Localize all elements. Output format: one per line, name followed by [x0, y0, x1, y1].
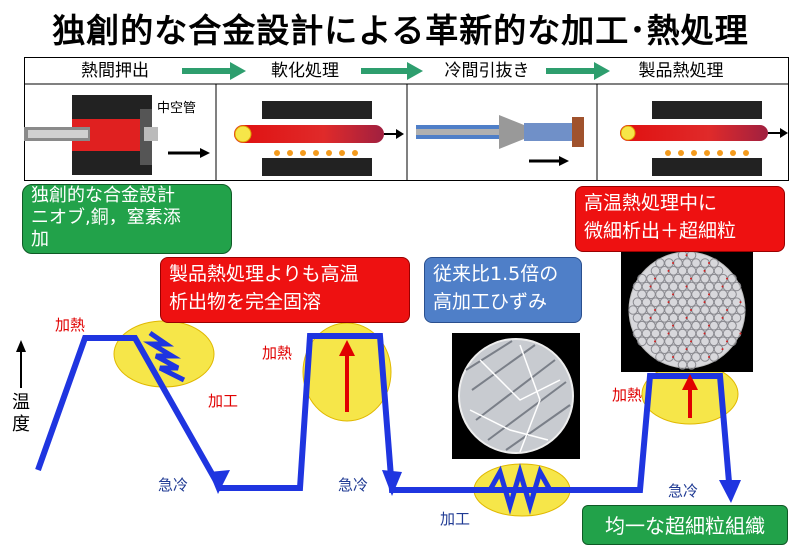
- step-label-heat-treatment: 製品熱処理: [638, 61, 724, 81]
- heating-label-3: 加熱: [612, 386, 643, 404]
- precipitate-dot: [672, 324, 674, 327]
- precipitate-dot: [708, 324, 710, 327]
- precipitate-dot: [726, 277, 728, 280]
- quench-label-3: 急冷: [668, 482, 699, 500]
- alloy-design-line-3: 加: [31, 229, 49, 250]
- alloy-design-line-2: ニオブ,銅，窒素添: [31, 207, 181, 228]
- step-label-softening: 軟化処理: [271, 61, 339, 81]
- quench-arrow-icon: [209, 470, 230, 494]
- precipitate-dot: [685, 348, 688, 351]
- precipitate-dot: [654, 277, 656, 280]
- precipitate-dot: [703, 269, 706, 272]
- precipitate-dot: [667, 301, 670, 304]
- quench-arrow-icon: [382, 470, 402, 496]
- precipitate-dot: [690, 340, 692, 343]
- working-zigzag-icon: [487, 463, 560, 515]
- precipitate-dot: [721, 285, 724, 288]
- step-label-cold-drawing: 冷間引抜き: [444, 61, 530, 81]
- temperature-rise-arrow-icon: [339, 340, 355, 412]
- process-line: [35, 333, 733, 495]
- alloy-design-line-1: 独創的な合金設計: [31, 185, 175, 206]
- process-table-grid: 中空管: [24, 62, 789, 181]
- precipitate-dot: [708, 293, 710, 296]
- grain-cell: [736, 305, 746, 315]
- step-label-hot-extrusion: 熱間押出: [81, 61, 149, 81]
- precipitate-dot: [690, 277, 692, 280]
- final-result-callout: 均一な超細粒組織: [582, 505, 788, 545]
- precipitate-dot: [721, 316, 724, 319]
- precipitate-dot: [721, 348, 724, 351]
- heating-label-1: 加熱: [55, 316, 86, 334]
- alloy-design-callout: 独創的な合金設計 ニオブ,銅，窒素添 加: [22, 184, 232, 254]
- hot-extrusion-illustration: [24, 95, 210, 175]
- grain-cell: [727, 289, 737, 300]
- flow-arrow-icon: [361, 62, 423, 80]
- precipitate-dot: [685, 285, 688, 288]
- precipitate-dot: [739, 301, 742, 304]
- cold-work-callout: 従来比1.5倍の 高加工ひずみ: [424, 257, 582, 323]
- solution-treatment-line-1: 製品熱処理よりも高温: [169, 263, 359, 285]
- solution-treatment-line-2: 析出物を完全固溶: [169, 291, 322, 313]
- precipitate-dot: [672, 262, 674, 265]
- heating-label-2: 加熱: [262, 344, 293, 362]
- hollow-tube-label: 中空管: [157, 101, 196, 116]
- product-heat-treatment-illustration: [620, 101, 788, 176]
- page-title: 独創的な合金設計による革新的な加工･熱処理: [52, 11, 749, 50]
- cold-work-line-2: 高加工ひずみ: [433, 291, 548, 313]
- precipitate-dot: [667, 332, 670, 335]
- precipitate-dot: [685, 254, 688, 257]
- precipitate-dot: [739, 332, 742, 335]
- precipitate-dot: [703, 332, 706, 335]
- precipitate-dot: [672, 355, 674, 358]
- solution-treatment-callout: 製品熱処理よりも高温 析出物を完全固溶: [160, 257, 410, 323]
- precipitate-dot: [703, 301, 706, 304]
- cold-work-line-1: 従来比1.5倍の: [433, 263, 559, 285]
- quench-arrow-icon: [719, 480, 741, 503]
- flow-arrow-icon: [182, 62, 246, 80]
- grain-cell: [727, 320, 737, 331]
- precipitate-dot: [708, 262, 710, 265]
- precipitate-dot: [672, 293, 674, 296]
- precipitate-dot: [690, 309, 692, 311]
- precipitate-dot: [726, 340, 728, 343]
- fine-precipitation-line-2: 微細析出＋超細粒: [584, 220, 737, 242]
- deformed-microstructure-image: [452, 333, 580, 459]
- precipitate-dot: [685, 316, 688, 319]
- quench-label-2: 急冷: [338, 476, 369, 494]
- precipitate-dot: [654, 309, 656, 311]
- fine-precipitation-callout: 高温熱処理中に 微細析出＋超細粒: [575, 186, 785, 252]
- process-table: 中空管: [24, 57, 789, 181]
- precipitate-dot: [667, 269, 670, 272]
- temperature-axis-label: 温度: [12, 392, 30, 435]
- precipitate-dot: [726, 309, 728, 311]
- softening-illustration: [234, 101, 404, 176]
- precipitate-dot: [654, 340, 656, 343]
- grain-cell: [686, 360, 697, 370]
- precipitate-dot: [708, 355, 710, 358]
- quench-label-1: 急冷: [158, 476, 189, 494]
- precipitate-dot: [649, 285, 652, 288]
- working-zigzag-icon: [142, 330, 186, 383]
- working-label-1: 加工: [208, 392, 239, 410]
- grain-cell: [731, 313, 742, 323]
- precipitate-dot: [649, 316, 652, 319]
- grain-cell: [713, 266, 724, 276]
- cold-drawing-illustration: [416, 115, 584, 166]
- fine-grain-microstructure-image: [621, 248, 753, 372]
- flow-arrow-icon: [546, 62, 610, 80]
- grain-cell: [731, 281, 742, 292]
- working-label-2: 加工: [440, 510, 471, 528]
- fine-precipitation-line-1: 高温熱処理中に: [584, 192, 718, 214]
- temperature-axis-arrow-icon: [16, 340, 26, 388]
- temperature-rise-arrow-icon: [682, 374, 698, 418]
